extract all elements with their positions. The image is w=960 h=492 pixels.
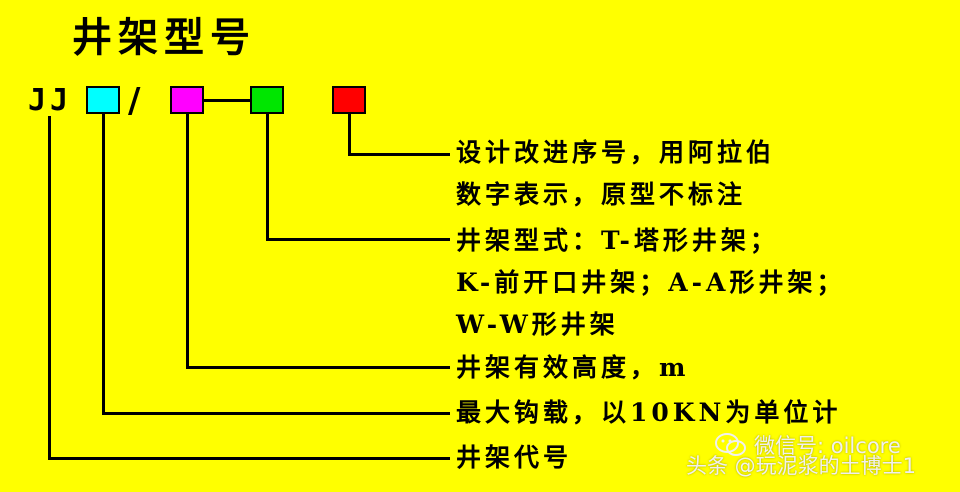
derrick-type-box <box>250 86 284 114</box>
design-serial-box <box>332 86 366 114</box>
leader-derrick-type-vertical <box>266 114 269 241</box>
leader-hook-load-horizontal <box>102 412 450 415</box>
leader-design-serial-horizontal <box>348 153 450 156</box>
leader-derrick-type-horizontal <box>266 238 450 241</box>
code-prefix: JJ <box>28 83 73 118</box>
hook-load-box <box>86 86 120 114</box>
label-max-hook-load: 最大钩载，以10KN为单位计 <box>456 398 842 427</box>
leader-height-vertical <box>186 114 189 369</box>
leader-hook-load-vertical <box>102 114 105 415</box>
label-derrick-type-line1: 井架型式：T-塔形井架； <box>456 226 779 255</box>
label-design-serial-line1: 设计改进序号，用阿拉伯 <box>456 138 776 167</box>
wechat-icon <box>715 433 746 456</box>
label-derrick-code: 井架代号 <box>456 443 573 472</box>
leader-design-serial-vertical <box>348 114 351 156</box>
label-derrick-type-line2: K-前开口井架；A-A形井架； <box>456 268 846 297</box>
leader-height-horizontal <box>186 366 450 369</box>
dash-connector <box>204 99 250 102</box>
leader-derrick-code-horizontal <box>48 457 450 460</box>
watermark-wechat: 微信号: oilcore <box>754 434 901 458</box>
watermark-toutiao: 头条 @玩泥浆的土博士1 <box>686 454 917 478</box>
label-design-serial-line2: 数字表示，原型不标注 <box>456 180 747 209</box>
code-separator: / <box>128 81 141 121</box>
height-box <box>170 86 204 114</box>
diagram-title: 井架型号 <box>72 14 256 61</box>
leader-derrick-code-vertical <box>48 116 51 460</box>
label-effective-height: 井架有效高度，m <box>456 353 690 382</box>
label-derrick-type-line3: W-W形井架 <box>456 310 619 339</box>
